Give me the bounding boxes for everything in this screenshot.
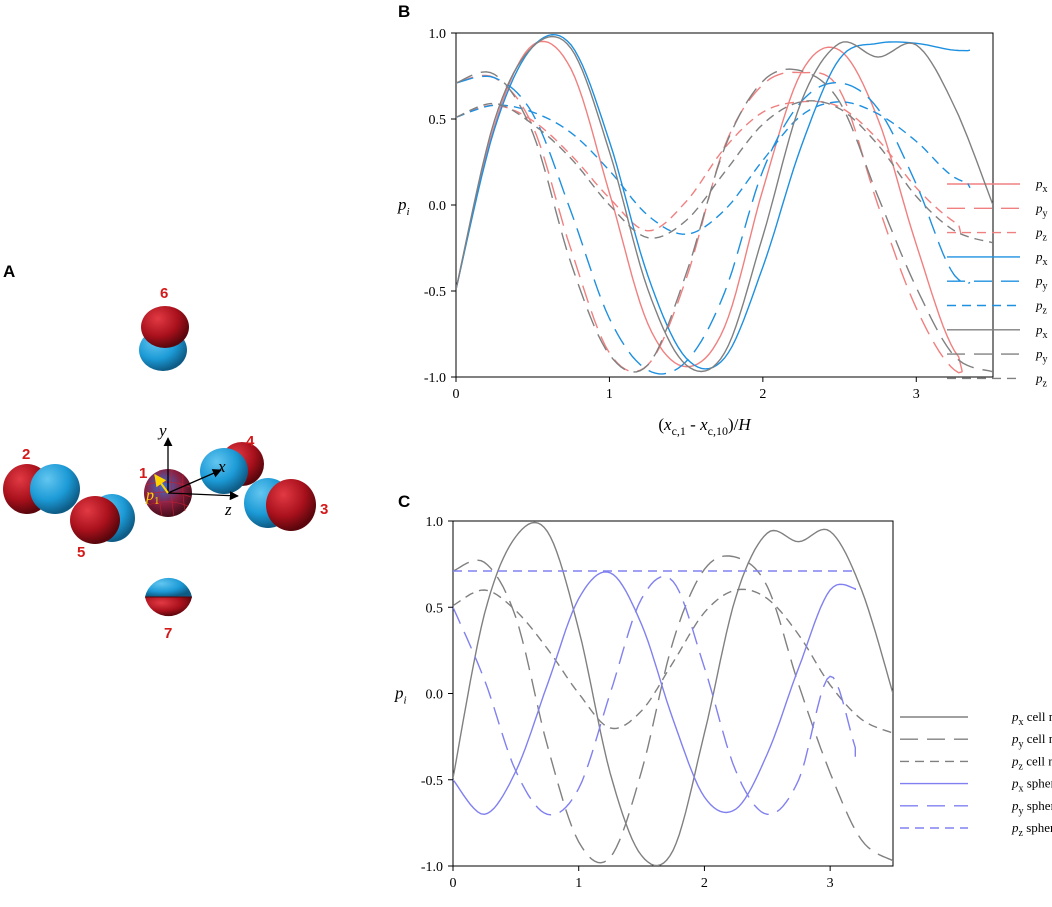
cell-7 <box>145 577 192 617</box>
b-y-axis-label: pi <box>397 195 410 218</box>
b-legend-label: px <box>1035 322 1048 341</box>
b-legend-label: py <box>1035 346 1048 365</box>
b-y-tick-label: -0.5 <box>424 285 446 300</box>
c-x-tick-label: 3 <box>827 876 834 891</box>
b-y-tick-label: 1.0 <box>429 27 447 42</box>
b-legend-label: pz <box>1035 298 1048 317</box>
b-x-tick-label: 3 <box>913 387 920 402</box>
b-legend-label: py <box>1035 200 1048 219</box>
b-legend-label: px <box>1035 249 1048 268</box>
b-series-line-x-0 <box>456 40 963 372</box>
c-series-line-ycell-no-1 <box>453 555 893 864</box>
c-y-tick-label: 1.0 <box>426 515 444 530</box>
cell-label-5: 5 <box>77 544 85 561</box>
c-legend-label: pz sphere <box>1011 820 1052 839</box>
x-axis-arrow <box>167 469 222 494</box>
panel-letter-a: A <box>3 262 15 281</box>
c-y-tick-label: 0.0 <box>426 688 444 703</box>
c-legend-label: pz cell no.1 <box>1011 753 1052 772</box>
c-series-line-zcell-no-1 <box>453 588 893 734</box>
c-legend-label: py sphere <box>1011 798 1052 817</box>
cell-label-6: 6 <box>160 285 168 302</box>
b-x-tick-label: 1 <box>606 387 613 402</box>
c-series-line-xcell-no-1 <box>453 521 893 866</box>
c-plot-frame <box>452 520 894 867</box>
panel-letter-c: C <box>398 492 410 511</box>
c-series-line-xsphere <box>453 571 856 816</box>
panel-letter-b: B <box>398 2 410 21</box>
cell-label-7: 7 <box>164 625 172 642</box>
z-axis-arrow <box>167 491 239 501</box>
c-legend-label: px cell no.1 <box>1011 709 1052 728</box>
b-y-tick-label: -1.0 <box>424 371 446 386</box>
cell-label-2: 2 <box>22 446 30 463</box>
p1-vector-arrow <box>154 474 169 494</box>
y-axis-label: y <box>157 421 167 440</box>
b-x-axis-label: (xc,1 - xc,10)/H <box>658 415 752 438</box>
p1-vector-label: p1 <box>145 487 160 507</box>
b-legend-label: py <box>1035 273 1048 292</box>
cell-5 <box>70 494 135 544</box>
c-x-tick-label: 2 <box>701 876 708 891</box>
cell-2 <box>3 464 80 514</box>
chart-b: 0 1 2 3 -1.0 -0.5 0.0 0.5 1.0 pi (xc,1 - xc,10)/H p… <box>397 27 1048 438</box>
c-legend-label: px sphere <box>1011 776 1052 795</box>
c-y-tick-label: -0.5 <box>421 774 443 789</box>
c-y-tick-label: 0.5 <box>426 601 444 616</box>
cell-arrangement-illustration: y x z p1 1 2 3 4 5 6 7 <box>3 285 328 642</box>
c-x-tick-label: 1 <box>575 876 582 891</box>
b-series-line-x-6 <box>456 35 993 373</box>
b-legend-label: px <box>1035 176 1048 195</box>
cell-4 <box>200 442 264 494</box>
b-series-line-z-8 <box>456 100 993 244</box>
b-y-tick-label: 0.0 <box>429 199 447 214</box>
b-legend-label: pz <box>1035 225 1048 244</box>
b-series-line-z-2 <box>456 100 963 240</box>
cell-6 <box>139 306 189 371</box>
c-x-tick-label: 0 <box>450 876 457 891</box>
c-y-axis-label: pi <box>394 684 407 707</box>
c-y-tick-label: -1.0 <box>421 860 443 875</box>
c-legend-label: py cell no.1 <box>1011 731 1052 750</box>
b-legend-label: pz <box>1035 370 1048 389</box>
b-x-tick-label: 0 <box>453 387 460 402</box>
b-series-line-y-7 <box>456 68 993 373</box>
c-series-line-ysphere <box>453 575 856 816</box>
cell-3 <box>244 478 316 531</box>
z-axis-label: z <box>224 500 232 519</box>
x-axis-label: x <box>217 457 226 476</box>
b-x-tick-label: 2 <box>759 387 766 402</box>
b-series-line-y-4 <box>456 75 971 375</box>
cell-label-3: 3 <box>320 501 328 518</box>
b-y-tick-label: 0.5 <box>429 113 447 128</box>
cell-label-4: 4 <box>246 433 255 450</box>
cell-label-1: 1 <box>139 465 147 482</box>
